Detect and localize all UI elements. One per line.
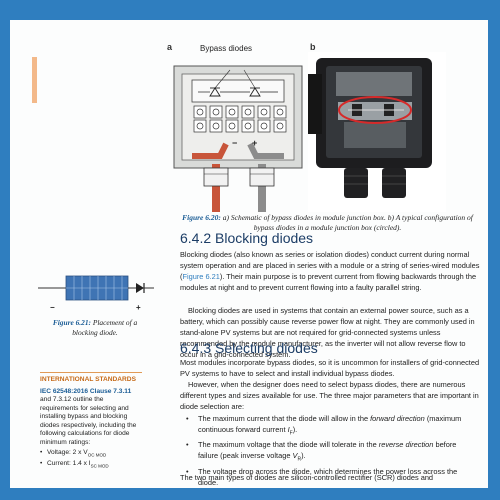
- section-6-4-2-number: 6.4.2: [180, 230, 212, 246]
- schematic-plus: +: [252, 138, 258, 148]
- junction-box-schematic: [173, 65, 303, 212]
- diode-parameters-list: The maximum current that the diode will …: [182, 413, 477, 488]
- margin-tab: [32, 57, 37, 103]
- section-6-4-2-paragraph-1: Blocking diodes (also known as series or…: [180, 249, 480, 293]
- figure-b-label: b: [310, 42, 316, 52]
- parameter-item-forward-current: The maximum current that the diode will …: [182, 413, 477, 439]
- section-6-4-3-number: 6.4.3: [180, 340, 212, 356]
- document-page: a: [10, 20, 488, 488]
- parameter-item-reverse-voltage: The maximum voltage that the diode will …: [182, 439, 477, 465]
- bypass-diodes-label: Bypass diodes: [200, 44, 253, 53]
- section-6-4-2-paragraph-2: Blocking diodes are used in systems that…: [180, 305, 480, 360]
- standards-reference: IEC 62548:2016 Clause 7.3.11: [40, 387, 132, 395]
- standards-current-item: Current: 1.4 x ISC MOD: [40, 460, 142, 471]
- figure-6-21-number: Figure 6.21:: [52, 318, 91, 327]
- p1-text-start: Blocking diodes (also known as series or…: [180, 250, 480, 281]
- standards-text: IEC 62548:2016 Clause 7.3.11 and 7.3.12 …: [40, 388, 142, 448]
- blocking-diode-diagram: [38, 275, 154, 301]
- p1-text-end: ). Their main purpose is to prevent curr…: [180, 272, 477, 292]
- frame-bottom: [0, 488, 500, 500]
- junction-box-photo: [308, 52, 446, 212]
- diagram-minus: −: [50, 303, 55, 312]
- figure-6-21-caption-text: Placement of a blocking diode.: [72, 318, 138, 337]
- figure-6-21-caption: Figure 6.21: Placement of a blocking dio…: [50, 318, 140, 338]
- international-standards-box: INTERNATIONAL STANDARDS IEC 62548:2016 C…: [40, 372, 142, 468]
- section-6-4-3-title: Selecting diodes: [215, 340, 318, 356]
- p2-643-text: However, when the designer does need to …: [180, 380, 479, 411]
- frame-top: [0, 0, 500, 20]
- frame-right: [488, 0, 500, 500]
- frame-left: [0, 0, 10, 500]
- diagram-plus: +: [136, 303, 141, 312]
- schematic-minus: −: [232, 138, 238, 148]
- standards-voltage-item: Voltage: 2 x VOC MOD: [40, 449, 142, 460]
- figure-6-20-caption: Figure 6.20: a) Schematic of bypass diod…: [180, 213, 475, 233]
- parameter-item-voltage-drop: The voltage drop across the diode, which…: [182, 466, 477, 488]
- figure-a-label: a: [167, 42, 173, 52]
- figure-6-20-number: Figure 6.20:: [182, 213, 221, 222]
- standards-title: INTERNATIONAL STANDARDS: [40, 376, 136, 383]
- standards-list: Voltage: 2 x VOC MOD Current: 1.4 x ISC …: [40, 449, 142, 471]
- figure-6-21-link[interactable]: Figure 6.21: [182, 272, 220, 281]
- section-6-4-3-paragraph-3: The two main types of diodes are silicon…: [180, 473, 434, 482]
- section-6-4-2-title: Blocking diodes: [215, 230, 314, 246]
- standards-body: and 7.3.12 outline the requirements for …: [40, 396, 137, 446]
- p2-text: Blocking diodes are used in systems that…: [180, 306, 475, 359]
- section-6-4-3-paragraph-2: However, when the designer does need to …: [180, 379, 480, 412]
- section-6-4-3-paragraph-1: Most modules incorporate bypass diodes, …: [180, 358, 480, 378]
- figure-6-20-caption-text: a) Schematic of bypass diodes in module …: [220, 213, 473, 232]
